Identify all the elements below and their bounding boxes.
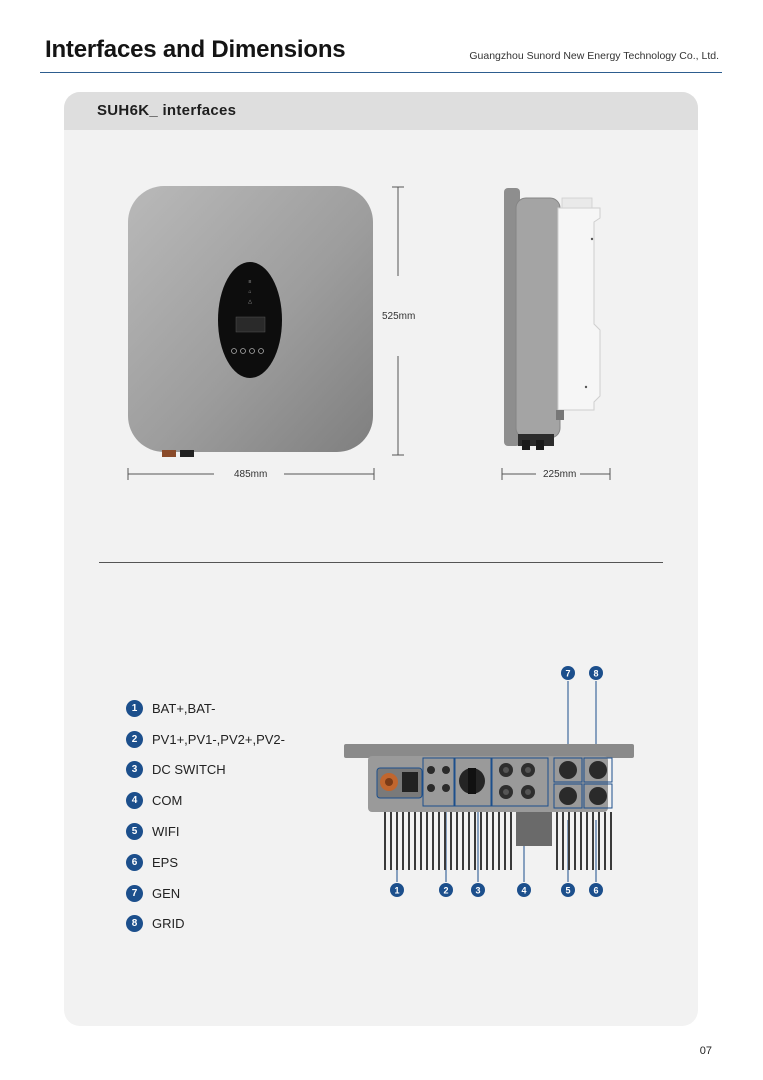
legend-item-dc-switch: 3 DC SWITCH — [126, 755, 285, 786]
com-gland-group — [491, 757, 549, 807]
section-title: SUH6K_ interfaces — [97, 102, 237, 119]
width-dimension-label: 485mm — [234, 469, 268, 480]
svg-text:5: 5 — [565, 886, 570, 896]
callout-4: 4 — [517, 883, 531, 897]
bottom-cover-plate — [344, 744, 634, 758]
depth-dimension-line — [501, 468, 611, 480]
pv-connector-group — [422, 757, 455, 807]
heatsink-fins — [384, 812, 612, 870]
callout-5: 5 — [561, 883, 575, 897]
legend-item-gen: 7 GEN — [126, 878, 285, 909]
front-view-illustration: ≡ ⌂ △ — [128, 186, 373, 457]
callout-6: 6 — [589, 883, 603, 897]
legend-label: DC SWITCH — [152, 762, 226, 778]
number-badge: 7 — [126, 884, 143, 902]
legend-item-bat: 1 BAT+,BAT- — [126, 693, 285, 724]
header-divider — [40, 72, 722, 73]
legend-item-eps: 6 EPS — [126, 847, 285, 878]
legend-item-grid: 8 GRID — [126, 909, 285, 940]
svg-text:8: 8 — [593, 669, 598, 679]
height-dimension-label: 525mm — [382, 311, 416, 322]
eps-port-frame — [583, 783, 613, 809]
callout-3: 3 — [471, 883, 485, 897]
side-housing — [515, 197, 561, 439]
number-badge: 4 — [126, 792, 143, 810]
legend-label: PV1+,PV1-,PV2+,PV2- — [152, 731, 285, 747]
callout-7: 7 — [561, 666, 575, 680]
number-badge: 3 — [126, 761, 143, 779]
svg-text:△: △ — [248, 299, 252, 305]
section-divider — [99, 562, 663, 563]
control-button — [231, 348, 237, 354]
control-button — [249, 348, 255, 354]
panel-header: SUH6K_ interfaces — [64, 92, 698, 130]
bottom-view-illustration: 7 8 1 2 3 4 5 6 — [344, 666, 634, 897]
svg-text:3: 3 — [475, 886, 480, 896]
control-button — [258, 348, 264, 354]
number-badge: 2 — [126, 730, 143, 748]
callout-8: 8 — [589, 666, 603, 680]
legend-label: BAT+,BAT- — [152, 700, 216, 716]
bat-negative-terminal — [180, 450, 194, 457]
company-name: Guangzhou Sunord New Energy Technology C… — [469, 50, 719, 62]
svg-text:6: 6 — [593, 886, 598, 896]
interface-legend: 1 BAT+,BAT- 2 PV1+,PV1-,PV2+,PV2- 3 DC SWIT… — [126, 693, 285, 939]
legend-item-wifi: 5 WIFI — [126, 816, 285, 847]
number-badge: 5 — [126, 823, 143, 841]
side-view-illustration — [504, 188, 601, 450]
page-title: Interfaces and Dimensions — [45, 36, 346, 63]
callout-1: 1 — [390, 883, 404, 897]
page-number: 07 — [699, 1045, 712, 1057]
legend-label: EPS — [152, 854, 179, 870]
wall-bracket — [557, 207, 601, 411]
legend-label: GRID — [152, 916, 185, 932]
width-dimension-line — [127, 468, 375, 480]
legend-label: GEN — [152, 885, 181, 901]
svg-text:1: 1 — [394, 886, 399, 896]
legend-label: WIFI — [152, 824, 180, 840]
dc-switch-frame — [454, 757, 492, 807]
callout-2: 2 — [439, 883, 453, 897]
svg-text:⌂: ⌂ — [248, 289, 251, 295]
wifi-port-frame — [553, 783, 583, 809]
height-dimension-line — [392, 186, 404, 456]
gen-port-frame — [553, 757, 583, 783]
svg-text:4: 4 — [521, 886, 526, 896]
number-badge: 1 — [126, 699, 143, 717]
heatsink-block — [516, 812, 552, 846]
legend-item-pv: 2 PV1+,PV1-,PV2+,PV2- — [126, 724, 285, 755]
legend-label: COM — [152, 793, 183, 809]
svg-text:≡: ≡ — [249, 279, 252, 285]
bat-negative-port — [402, 772, 418, 792]
svg-text:7: 7 — [565, 669, 570, 679]
lcd-screen — [235, 316, 266, 333]
control-button — [240, 348, 246, 354]
depth-dimension-label: 225mm — [543, 469, 577, 480]
interfaces-panel: SUH6K_ interfaces ≡ ⌂ △ 525mm — [64, 92, 698, 1026]
bat-positive-terminal — [162, 450, 176, 457]
grid-port-frame — [583, 757, 613, 783]
legend-item-com: 4 COM — [126, 785, 285, 816]
svg-text:2: 2 — [443, 886, 448, 896]
number-badge: 6 — [126, 853, 143, 871]
number-badge: 8 — [126, 915, 143, 933]
